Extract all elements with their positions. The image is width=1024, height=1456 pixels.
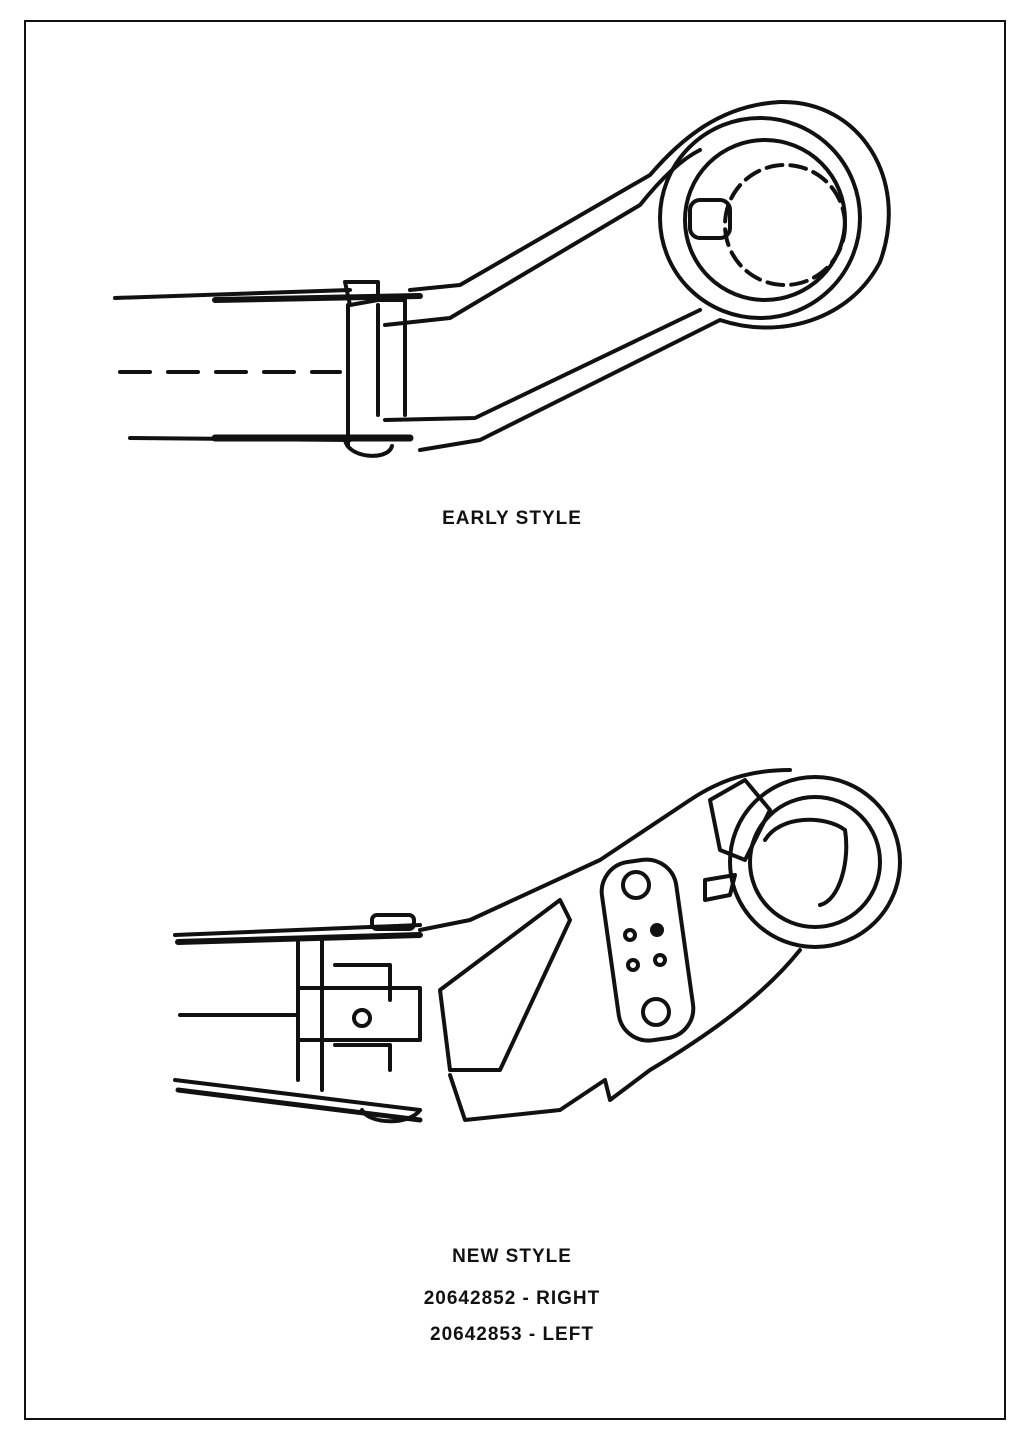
ring-inner: [748, 795, 882, 929]
bore: [723, 163, 847, 287]
tube-top-line: [173, 923, 422, 937]
clamp-bolt: [352, 1008, 372, 1028]
tube-top-line: [113, 288, 352, 300]
clamp-cap: [370, 913, 416, 931]
tube-bottom-line: [173, 1078, 422, 1112]
new-style-caption: NEW STYLE: [452, 1246, 572, 1267]
part-number-left: 20642853 - LEFT: [430, 1324, 594, 1345]
arm-outline-lower: [448, 948, 802, 1122]
ring-outer: [728, 775, 902, 949]
page-border: [24, 20, 1006, 1420]
part-number-right: 20642852 - RIGHT: [423, 1288, 601, 1309]
early-style-caption: EARLY STYLE: [442, 508, 582, 529]
arm-outline-outer: [408, 99, 891, 452]
key-tab: [688, 198, 732, 240]
plate-hole-top: [621, 870, 651, 900]
arm-outline-inner: [383, 148, 702, 422]
clamp-plate: [296, 986, 422, 1042]
adjustment-plate: [599, 857, 696, 1043]
bore-detail: [763, 817, 849, 907]
plate-hole-bottom: [641, 997, 671, 1027]
ring-outer: [658, 116, 862, 320]
early-style-arm-drawing: [113, 99, 891, 458]
lock-pawl: [708, 778, 772, 862]
arm-outline-upper: [418, 768, 792, 932]
